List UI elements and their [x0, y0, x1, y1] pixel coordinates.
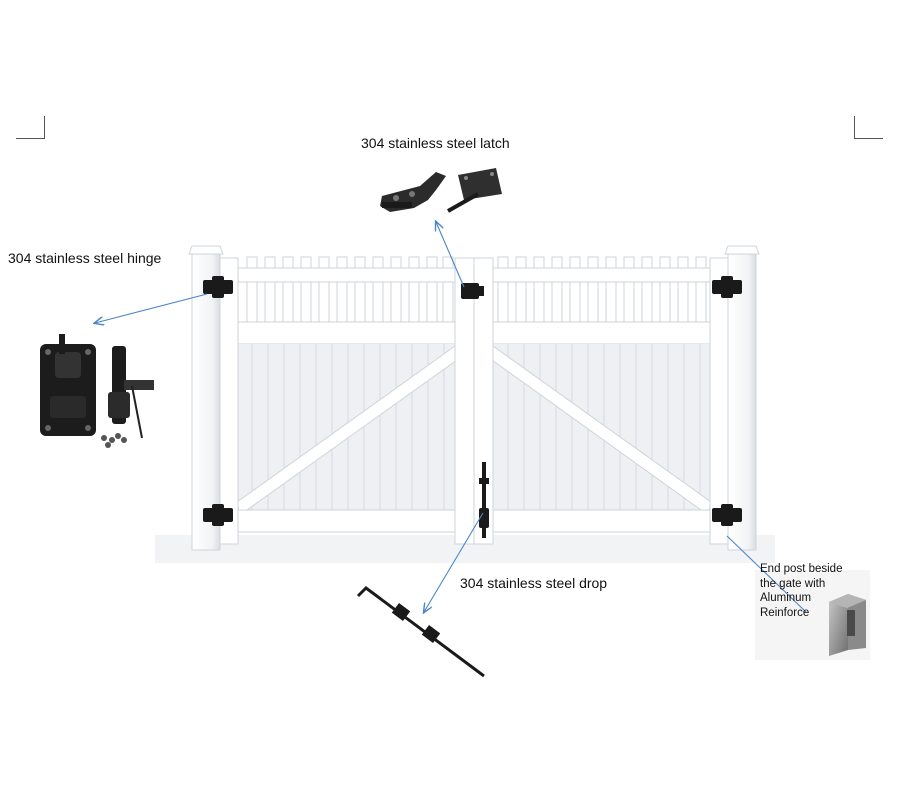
crop-mark-left	[16, 116, 45, 139]
hinge-label: 304 stainless steel hinge	[8, 250, 162, 266]
arrow-to-drop	[424, 512, 484, 612]
double-gate	[188, 245, 760, 551]
latch-hardware-icon	[372, 162, 518, 217]
arrow-to-hinge	[95, 293, 208, 323]
end-post-label-line-1: End post beside	[760, 563, 843, 575]
annotation-arrows	[95, 222, 807, 613]
hinge-bottom-right	[712, 504, 742, 526]
end-post-label-line-2: the gate with	[760, 577, 826, 590]
hinge-hardware-icon	[38, 334, 154, 450]
hinge-top-left	[203, 276, 233, 298]
mounted-drop-rod	[479, 462, 489, 538]
hinge-top-right	[712, 276, 742, 298]
hinge-bottom-left	[203, 504, 233, 526]
latch-label: 304 stainless steel latch	[361, 135, 510, 151]
arrow-to-end-post	[726, 535, 807, 613]
drop-rod-icon	[356, 586, 485, 678]
left-end-post	[188, 245, 224, 551]
arrow-to-latch	[436, 222, 465, 288]
aluminum-post-icon	[755, 570, 870, 660]
crop-mark-right	[854, 116, 883, 139]
drop-label: 304 stainless steel drop	[460, 575, 608, 591]
end-post-label-line-4: Reinforce	[760, 606, 810, 619]
mounted-latch	[461, 283, 484, 299]
end-post-label: End post beside the gate with Aluminum R…	[760, 562, 860, 620]
end-post-label-line-3: Aluminum	[760, 592, 812, 604]
